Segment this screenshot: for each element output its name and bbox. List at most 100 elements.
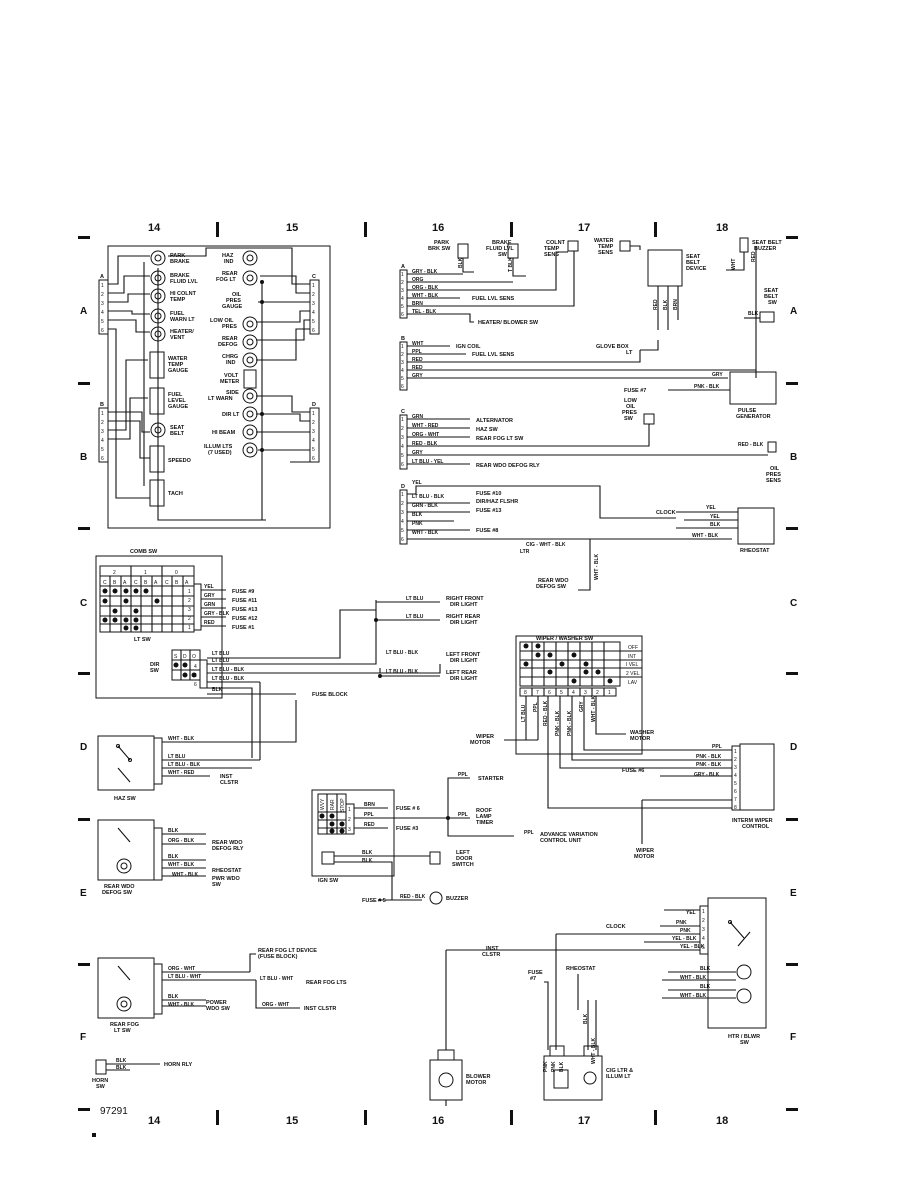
svg-text:3: 3: [312, 301, 315, 307]
svg-text:FUSE #9: FUSE #9: [232, 589, 254, 595]
svg-text:FUSE #11: FUSE #11: [232, 598, 257, 604]
haz-switch: HAZ SW WHT - BLK LT BLU LT BLU - BLK WHT…: [97, 682, 297, 802]
defog-indicator-icon: [116, 858, 132, 874]
svg-text:BLK: BLK: [700, 966, 711, 972]
svg-text:WHT - RED: WHT - RED: [412, 423, 439, 429]
svg-text:REAR FOG LT SW: REAR FOG LT SW: [476, 436, 524, 442]
svg-text:PPL: PPL: [458, 772, 468, 778]
svg-text:4: 4: [401, 368, 404, 374]
svg-text:5: 5: [734, 781, 737, 787]
svg-text:BLK: BLK: [362, 858, 373, 864]
svg-text:RED - BLK: RED - BLK: [543, 700, 549, 726]
svg-text:A: A: [123, 580, 127, 586]
svg-text:3: 3: [101, 301, 104, 307]
row-C-left: C: [80, 598, 87, 609]
comb-sw-dots: [102, 588, 160, 631]
wiper-washer-switch: WIPER / WASHER SW OFF INT I VEL 2 VEL LA…: [470, 635, 775, 860]
top-col-16: 16: [432, 222, 444, 234]
svg-text:LT BLU: LT BLU: [212, 658, 230, 664]
svg-text:5: 5: [401, 304, 404, 310]
svg-text:PNK - BLK: PNK - BLK: [567, 710, 573, 736]
svg-text:BLK: BLK: [700, 984, 711, 990]
svg-text:WHT - BLK: WHT - BLK: [680, 993, 706, 999]
svg-text:8: 8: [734, 805, 737, 811]
svg-text:2: 2: [312, 292, 315, 298]
wiper-dots: [523, 643, 613, 684]
svg-text:3: 3: [101, 429, 104, 435]
svg-text:4: 4: [101, 438, 104, 444]
svg-text:6: 6: [101, 328, 104, 334]
svg-text:ORG: ORG: [412, 277, 424, 283]
svg-text:B: B: [401, 336, 405, 342]
left-door-switch-icon: [429, 851, 441, 865]
svg-text:BLK: BLK: [212, 687, 223, 693]
bottom-col-18: 18: [716, 1115, 728, 1127]
svg-text:3: 3: [584, 690, 587, 696]
cluster-conn-d-pins: 1 2 3 4 5 6: [312, 411, 315, 462]
cluster-speedo: SPEEDO: [168, 458, 192, 464]
row-C-right: C: [790, 598, 797, 609]
dir-lt-lamp-icon: [242, 406, 258, 422]
svg-text:PNK: PNK: [551, 1061, 557, 1072]
svg-text:O: O: [192, 654, 196, 660]
top-col-17: 17: [578, 222, 590, 234]
svg-text:WHT - BLK: WHT - BLK: [168, 1002, 194, 1008]
svg-text:ALTERNATOR: ALTERNATOR: [476, 418, 513, 424]
svg-text:RED - BLK: RED - BLK: [400, 894, 426, 900]
svg-text:WHT: WHT: [731, 259, 737, 270]
svg-text:GRN - BLK: GRN - BLK: [412, 503, 438, 509]
svg-text:GRY - BLK: GRY - BLK: [694, 772, 720, 778]
svg-text:LT BLU - BLK: LT BLU - BLK: [168, 762, 201, 768]
svg-text:WIPER / WASHER SW: WIPER / WASHER SW: [536, 636, 594, 642]
svg-text:5: 5: [312, 319, 315, 325]
hi-colnt-temp-lamp-icon: [150, 288, 166, 304]
svg-text:HAZ SW: HAZ SW: [476, 427, 499, 433]
svg-text:1: 1: [312, 283, 315, 289]
cig-ltr-icon: [543, 1055, 603, 1101]
svg-text:3: 3: [348, 827, 351, 833]
svg-text:PNK: PNK: [676, 920, 687, 926]
svg-text:1: 1: [401, 417, 404, 423]
htr-lamp-2-icon: [736, 988, 752, 1004]
rear-fog-device-label: REAR FOG LT DEVICE(FUSE BLOCK): [258, 948, 317, 960]
svg-text:PNK: PNK: [543, 1061, 549, 1072]
svg-text:2: 2: [101, 420, 104, 426]
svg-text:RED - BLK: RED - BLK: [738, 442, 764, 448]
rear-wdo-defog-switch: BLK ORG - BLK BLK WHT - BLK WHT - BLK RE…: [97, 819, 244, 896]
seat-belt-lamp-icon: [150, 422, 166, 438]
svg-text:BLK: BLK: [168, 994, 179, 1000]
svg-text:WHT - BLK: WHT - BLK: [412, 530, 438, 536]
rheostat-icon: [737, 507, 775, 545]
dir-lights: LT BLU LT BLU LT BLU - BLK LT BLU - BLK …: [374, 596, 484, 682]
svg-text:LT BLU - BLK: LT BLU - BLK: [386, 669, 419, 675]
svg-text:ORG - BLK: ORG - BLK: [168, 838, 194, 844]
svg-text:GRY - BLK: GRY - BLK: [204, 611, 230, 617]
svg-text:ORG - WHT: ORG - WHT: [262, 1002, 289, 1008]
svg-text:FUSE #7: FUSE #7: [624, 388, 646, 394]
svg-text:PPL: PPL: [458, 812, 468, 818]
svg-text:2: 2: [401, 501, 404, 507]
svg-text:6: 6: [401, 312, 404, 318]
svg-text:2: 2: [596, 690, 599, 696]
cluster-conn-c-id: C: [312, 274, 316, 280]
cluster-illum-lts: ILLUM LTS(7 USED): [204, 444, 233, 456]
svg-text:6: 6: [548, 690, 551, 696]
svg-text:A: A: [401, 264, 405, 270]
htr-blwr-switch: 1 2 3 4 5 YEL CLOCK PNK PNK YEL - BLK YE…: [429, 897, 767, 1106]
svg-text:BLK: BLK: [168, 828, 179, 834]
drawing-code: 97291: [100, 1106, 128, 1117]
svg-text:6: 6: [734, 789, 737, 795]
svg-text:5: 5: [194, 673, 197, 679]
